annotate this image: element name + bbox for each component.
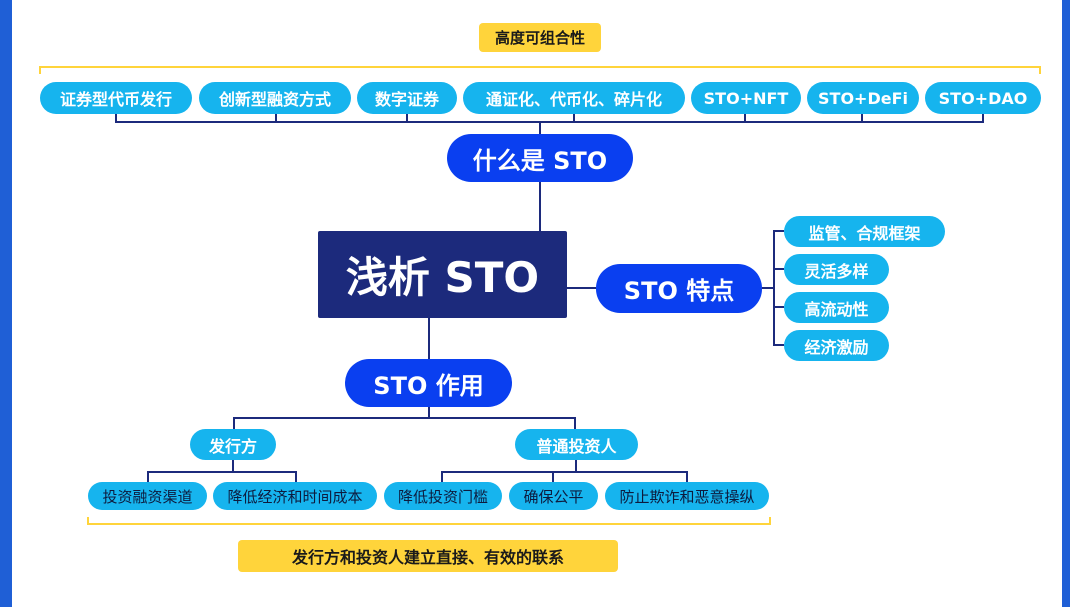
- what-is-item-digital-security: 数字证券: [357, 82, 457, 114]
- feature-item-regulation: 监管、合规框架: [784, 216, 945, 247]
- center-title: 浅析 STO: [318, 231, 567, 318]
- investor-bracket: [441, 471, 688, 483]
- what-is-item-sto-defi: STO+DeFi: [807, 82, 919, 114]
- issuer-item-cost-reduction: 降低经济和时间成本: [213, 482, 377, 510]
- issuer-bracket: [147, 471, 297, 483]
- what-is-item-sto-nft: STO+NFT: [691, 82, 801, 114]
- what-is-sto-node: 什么是 STO: [447, 134, 633, 182]
- left-border: [0, 0, 12, 607]
- investor-node: 普通投资人: [515, 429, 638, 460]
- feature-item-incentive: 经济激励: [784, 330, 889, 361]
- investor-item-fairness: 确保公平: [509, 482, 598, 510]
- what-is-item-security-token: 证券型代币发行: [40, 82, 192, 114]
- feature-item-liquidity: 高流动性: [784, 292, 889, 323]
- what-is-bracket: [115, 111, 984, 123]
- feature-item-flexible: 灵活多样: [784, 254, 889, 285]
- investor-item-anti-fraud: 防止欺诈和恶意操纵: [605, 482, 769, 510]
- composability-note: 高度可组合性: [479, 23, 601, 52]
- right-border: [1062, 0, 1070, 607]
- issuer-item-financing-channel: 投资融资渠道: [88, 482, 207, 510]
- what-is-item-tokenization: 通证化、代币化、碎片化: [463, 82, 685, 114]
- what-is-item-financing: 创新型融资方式: [199, 82, 351, 114]
- features-bracket: [773, 230, 784, 346]
- issuer-node: 发行方: [190, 429, 276, 460]
- roles-bracket: [233, 417, 576, 430]
- sto-features-node: STO 特点: [596, 264, 762, 313]
- bottom-bracket: [87, 517, 771, 525]
- investor-item-lower-threshold: 降低投资门槛: [384, 482, 502, 510]
- what-is-item-sto-dao: STO+DAO: [925, 82, 1041, 114]
- right-margin: [1070, 0, 1080, 607]
- top-bracket: [39, 66, 1041, 74]
- sto-roles-node: STO 作用: [345, 359, 512, 407]
- connection-note: 发行方和投资人建立直接、有效的联系: [238, 540, 618, 572]
